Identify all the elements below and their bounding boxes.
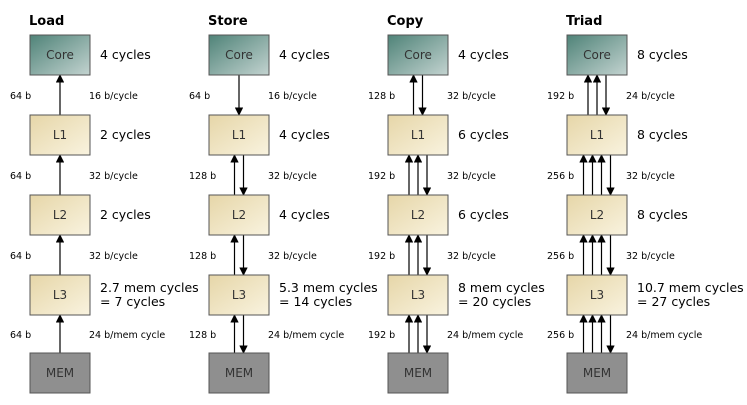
cycles-label-load-3-0: 2.7 mem cycles xyxy=(100,280,199,295)
box-core-store xyxy=(208,34,270,76)
box-label-l2-triad: L2 xyxy=(590,208,604,222)
transfer-rate-label-store-2: 32 b/cycle xyxy=(268,251,317,262)
box-l3-triad xyxy=(566,274,628,316)
bus-width-label-copy-3: 192 b xyxy=(368,330,395,341)
box-label-l2-store: L2 xyxy=(232,208,246,222)
box-l1-load xyxy=(29,114,91,156)
box-mem-store xyxy=(208,352,270,394)
transfer-rate-label-store-1: 32 b/cycle xyxy=(268,171,317,182)
bus-width-label-store-0: 64 b xyxy=(189,91,210,102)
transfer-rate-label-triad-0: 24 b/cycle xyxy=(626,91,675,102)
box-label-l3-triad: L3 xyxy=(590,288,604,302)
bus-width-label-store-1: 128 b xyxy=(189,171,216,182)
transfer-rate-label-store-3: 24 b/mem cycle xyxy=(268,330,344,341)
transfer-rate-label-load-2: 32 b/cycle xyxy=(89,251,138,262)
box-l1-copy xyxy=(387,114,449,156)
box-mem-load xyxy=(29,352,91,394)
cycles-label-triad-3-0: 10.7 mem cycles xyxy=(637,280,744,295)
cycles-label-load-0-0: 4 cycles xyxy=(100,47,151,62)
transfer-rate-label-copy-3: 24 b/mem cycle xyxy=(447,330,523,341)
box-label-core-load: Core xyxy=(46,48,74,62)
cycles-label-store-3-0: 5.3 mem cycles xyxy=(279,280,378,295)
bus-width-label-load-3: 64 b xyxy=(10,330,31,341)
bus-width-label-triad-2: 256 b xyxy=(547,251,574,262)
box-label-l3-copy: L3 xyxy=(411,288,425,302)
box-l2-triad xyxy=(566,194,628,236)
box-mem-triad xyxy=(566,352,628,394)
column-title-triad: Triad xyxy=(566,14,602,29)
column-title-store: Store xyxy=(208,14,248,29)
box-label-l2-copy: L2 xyxy=(411,208,425,222)
bus-width-label-load-1: 64 b xyxy=(10,171,31,182)
box-l3-store xyxy=(208,274,270,316)
cycles-label-load-3-1: = 7 cycles xyxy=(100,294,165,309)
box-label-l1-triad: L1 xyxy=(590,128,604,142)
bus-width-label-triad-1: 256 b xyxy=(547,171,574,182)
box-l2-load xyxy=(29,194,91,236)
cycles-label-store-0-0: 4 cycles xyxy=(279,47,330,62)
transfer-rate-label-triad-2: 32 b/cycle xyxy=(626,251,675,262)
cycles-label-copy-3-0: 8 mem cycles xyxy=(458,280,545,295)
cycles-label-triad-0-0: 8 cycles xyxy=(637,47,688,62)
box-label-mem-store: MEM xyxy=(225,366,253,380)
transfer-rate-label-copy-2: 32 b/cycle xyxy=(447,251,496,262)
box-label-mem-copy: MEM xyxy=(404,366,432,380)
bus-width-label-copy-0: 128 b xyxy=(368,91,395,102)
box-l1-triad xyxy=(566,114,628,156)
transfer-rate-label-copy-1: 32 b/cycle xyxy=(447,171,496,182)
box-label-core-store: Core xyxy=(225,48,253,62)
transfer-rate-label-load-0: 16 b/cycle xyxy=(89,91,138,102)
box-label-l3-store: L3 xyxy=(232,288,246,302)
bus-width-label-triad-0: 192 b xyxy=(547,91,574,102)
box-label-l1-store: L1 xyxy=(232,128,246,142)
box-label-core-copy: Core xyxy=(404,48,432,62)
box-label-mem-load: MEM xyxy=(46,366,74,380)
box-l2-store xyxy=(208,194,270,236)
box-l1-store xyxy=(208,114,270,156)
box-label-core-triad: Core xyxy=(583,48,611,62)
box-label-l2-load: L2 xyxy=(53,208,67,222)
cycles-label-load-1-0: 2 cycles xyxy=(100,127,151,142)
cycles-label-copy-1-0: 6 cycles xyxy=(458,127,509,142)
box-label-l3-load: L3 xyxy=(53,288,67,302)
box-l2-copy xyxy=(387,194,449,236)
transfer-rate-label-triad-1: 32 b/cycle xyxy=(626,171,675,182)
cycles-label-copy-3-1: = 20 cycles xyxy=(458,294,531,309)
bus-width-label-store-3: 128 b xyxy=(189,330,216,341)
cycles-label-store-3-1: = 14 cycles xyxy=(279,294,352,309)
box-core-triad xyxy=(566,34,628,76)
bus-width-label-copy-1: 192 b xyxy=(368,171,395,182)
transfer-rate-label-store-0: 16 b/cycle xyxy=(268,91,317,102)
box-l3-load xyxy=(29,274,91,316)
cycles-label-copy-0-0: 4 cycles xyxy=(458,47,509,62)
box-core-copy xyxy=(387,34,449,76)
bus-width-label-triad-3: 256 b xyxy=(547,330,574,341)
cycles-label-store-2-0: 4 cycles xyxy=(279,207,330,222)
bus-width-label-store-2: 128 b xyxy=(189,251,216,262)
column-title-load: Load xyxy=(29,14,64,29)
box-l3-copy xyxy=(387,274,449,316)
transfer-rate-label-load-3: 24 b/mem cycle xyxy=(89,330,165,341)
bus-width-label-load-0: 64 b xyxy=(10,91,31,102)
box-label-l1-load: L1 xyxy=(53,128,67,142)
bus-width-label-load-2: 64 b xyxy=(10,251,31,262)
box-core-load xyxy=(29,34,91,76)
bus-width-label-copy-2: 192 b xyxy=(368,251,395,262)
box-label-mem-triad: MEM xyxy=(583,366,611,380)
cycles-label-triad-1-0: 8 cycles xyxy=(637,127,688,142)
box-mem-copy xyxy=(387,352,449,394)
cycles-label-triad-3-1: = 27 cycles xyxy=(637,294,710,309)
column-title-copy: Copy xyxy=(387,14,424,29)
transfer-rate-label-load-1: 32 b/cycle xyxy=(89,171,138,182)
cycles-label-copy-2-0: 6 cycles xyxy=(458,207,509,222)
cycles-label-store-1-0: 4 cycles xyxy=(279,127,330,142)
box-label-l1-copy: L1 xyxy=(411,128,425,142)
transfer-rate-label-copy-0: 32 b/cycle xyxy=(447,91,496,102)
cycles-label-load-2-0: 2 cycles xyxy=(100,207,151,222)
transfer-rate-label-triad-3: 24 b/mem cycle xyxy=(626,330,702,341)
cycles-label-triad-2-0: 8 cycles xyxy=(637,207,688,222)
